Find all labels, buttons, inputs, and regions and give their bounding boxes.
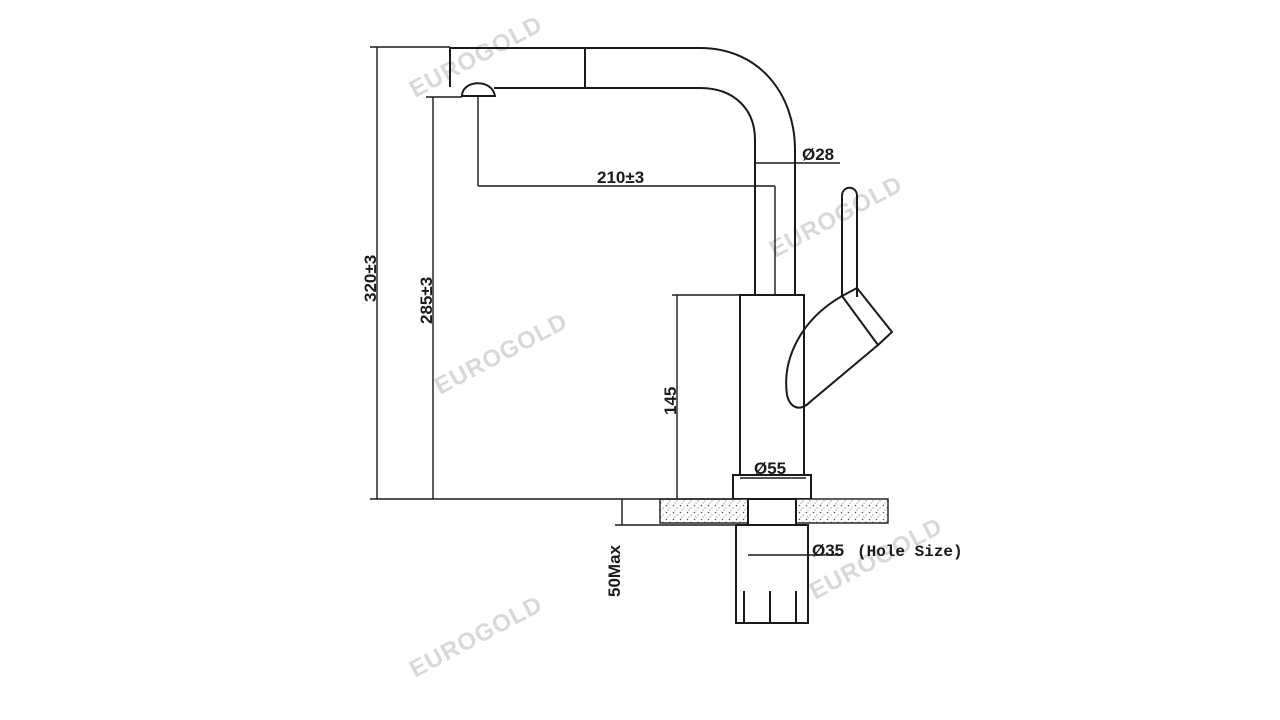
dimension-labels: 320±3 285±3 210±3 Ø28 145 Ø55 Ø35 (Hole … (361, 145, 963, 597)
hole-diameter-label: Ø35 (812, 541, 844, 560)
faucet-spout (449, 47, 796, 296)
body-height-label: 145 (661, 387, 680, 415)
watermark-5: EUROGOLD (405, 591, 547, 684)
total-height-label: 320±3 (361, 255, 380, 302)
mounting-shank (735, 498, 809, 624)
watermark-1: EUROGOLD (405, 11, 547, 104)
base-diameter-label: Ø55 (754, 459, 786, 478)
spout-diameter-label: Ø28 (802, 145, 834, 164)
spout-height-label: 285±3 (417, 277, 436, 324)
watermarks: EUROGOLD EUROGOLD EUROGOLD EUROGOLD EURO… (405, 11, 947, 684)
hole-note-label: (Hole Size) (857, 543, 963, 561)
countertop (659, 498, 889, 524)
dimension-lines (370, 46, 840, 556)
watermark-2: EUROGOLD (765, 171, 907, 264)
reach-label: 210±3 (597, 168, 644, 187)
handle-lever (785, 186, 894, 409)
deck-thickness-label: 50Max (605, 544, 624, 597)
watermark-3: EUROGOLD (430, 308, 572, 401)
